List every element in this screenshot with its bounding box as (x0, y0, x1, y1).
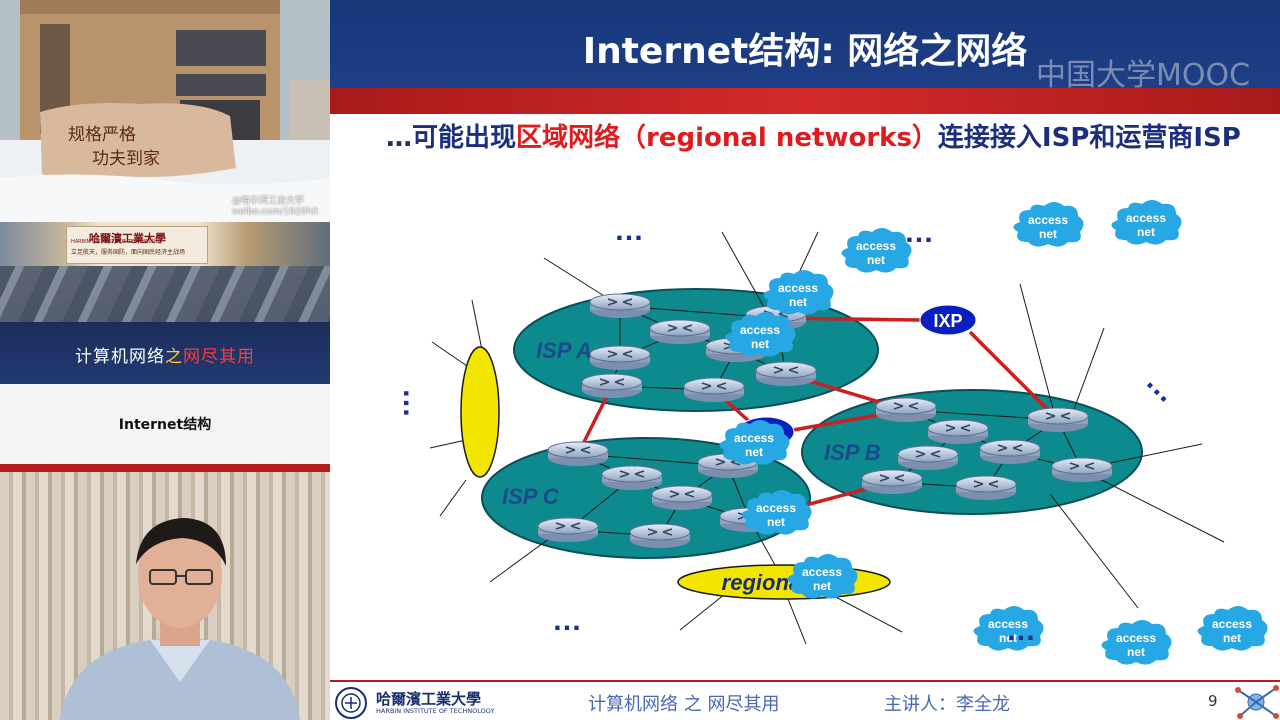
svg-text:access: access (1212, 617, 1252, 631)
slide-header: Internet结构: 网络之网络 (330, 0, 1280, 88)
isp-a-label: ISP A (536, 338, 592, 363)
svg-text:net: net (1039, 227, 1057, 241)
university-plaque: 哈爾濱工業大學 HARBIN INSTITUTE OF TECHNOLOGY 立… (66, 226, 208, 264)
hit-logo: 哈爾濱工業大學 HARBIN INSTITUTE OF TECHNOLOGY (334, 686, 494, 720)
banner-gears-image (0, 266, 330, 322)
slide-footer: 哈爾濱工業大學 HARBIN INSTITUTE OF TECHNOLOGY 计… (330, 680, 1280, 720)
campus-photo: 规格严格 功夫到家 @哈尔滨工业大学 weibo.com/1920hit (0, 0, 330, 222)
bullet-suffix: 连接接入ISP和运营商ISP (937, 123, 1241, 153)
svg-text:access: access (778, 281, 818, 295)
bullet-text: …可能出现区域网络（regional networks）连接接入ISP和运营商I… (386, 122, 1256, 155)
svg-text:access: access (988, 617, 1028, 631)
svg-text:net: net (813, 579, 831, 593)
ixp-top-node (919, 304, 977, 336)
ellipsis-top-right: … (904, 216, 934, 249)
course-title-part1: 计算机网络 (75, 347, 165, 367)
svg-text:功夫到家: 功夫到家 (92, 149, 160, 169)
ellipsis-bottom-left: … (552, 604, 582, 637)
svg-text:net: net (751, 337, 769, 351)
svg-text:access: access (734, 431, 774, 445)
plaque-university-name: 哈爾濱工業大學 (89, 232, 166, 245)
chapter-title: Internet结构 (118, 417, 212, 433)
ixp-top-label: IXP (933, 311, 962, 331)
ellipsis-left: … (397, 388, 430, 418)
svg-text:access: access (740, 323, 780, 337)
page-number: 9 (1208, 692, 1218, 710)
ellipsis-right: … (1140, 365, 1185, 410)
svg-text:access: access (1116, 631, 1156, 645)
header-red-bar (330, 88, 1280, 114)
isp-c-label: ISP C (502, 484, 560, 509)
plaque-motto: 立足航天，服务国防，面向国民经济主战场 (71, 249, 186, 256)
bullet-highlight: 区域网络（regional networks） (516, 123, 938, 153)
left-panel: 规格严格 功夫到家 @哈尔滨工业大学 weibo.com/1920hit 哈爾濱… (0, 0, 330, 720)
ellipsis-top-left: … (614, 214, 644, 247)
footer-logo-en: HARBIN INSTITUTE OF TECHNOLOGY (376, 707, 495, 715)
slide: Internet结构: 网络之网络 中国大学MOOC …可能出现区域网络（reg… (330, 0, 1280, 720)
course-title-card: 计算机网络之网尽其用 (0, 322, 330, 384)
svg-text:access: access (1126, 211, 1166, 225)
ellipsis-bottom-right: … (1006, 614, 1036, 647)
chapter-panel: Internet结构 (0, 384, 330, 464)
mooc-watermark: 中国大学MOOC (1036, 58, 1251, 93)
footer-course: 计算机网络 之 网尽其用 (588, 694, 780, 715)
svg-text:net: net (789, 295, 807, 309)
svg-text:net: net (1223, 631, 1241, 645)
svg-text:net: net (867, 253, 885, 267)
hit-emblem-icon (335, 687, 367, 719)
svg-text:access: access (1028, 213, 1068, 227)
svg-text:net: net (1137, 225, 1155, 239)
weibo-url: weibo.com/1920hit (232, 207, 319, 217)
left-divider (0, 464, 330, 472)
svg-text:access: access (756, 501, 796, 515)
isp-b-label: ISP B (824, 440, 881, 465)
weibo-watermark: @哈尔滨工业大学 weibo.com/1920hit (232, 196, 318, 218)
course-title-part2: 之 (165, 347, 183, 367)
lecturer-video (0, 472, 330, 720)
weibo-handle: @哈尔滨工业大学 (232, 196, 305, 206)
footer-lecturer: 主讲人：李全龙 (884, 694, 1010, 715)
svg-text:access: access (856, 239, 896, 253)
bullet-prefix: …可能出现 (386, 123, 517, 153)
footer-logo-cn: 哈爾濱工業大學 (376, 690, 482, 708)
plaque-university-en: HARBIN INSTITUTE OF TECHNOLOGY (71, 239, 163, 245)
network-diagram: ISP A ISP B ISP C IXP IXP regional net a… (429, 200, 1268, 665)
svg-text:net: net (745, 445, 763, 459)
svg-text:net: net (999, 631, 1017, 645)
svg-text:net: net (767, 515, 785, 529)
course-title: 计算机网络之网尽其用 (0, 342, 330, 367)
regional-net-vertical (460, 346, 500, 478)
network-graphic-icon (1235, 685, 1279, 719)
university-banner: 哈爾濱工業大學 HARBIN INSTITUTE OF TECHNOLOGY 立… (0, 222, 330, 322)
lecturer-figure (60, 518, 300, 720)
svg-text:net: net (1127, 645, 1145, 659)
course-title-part3: 网尽其用 (183, 347, 255, 367)
campus-illustration: 规格严格 功夫到家 (0, 0, 330, 222)
slide-title: Internet结构: 网络之网络 (582, 31, 1028, 72)
svg-text:规格严格: 规格严格 (68, 125, 136, 145)
svg-text:access: access (802, 565, 842, 579)
